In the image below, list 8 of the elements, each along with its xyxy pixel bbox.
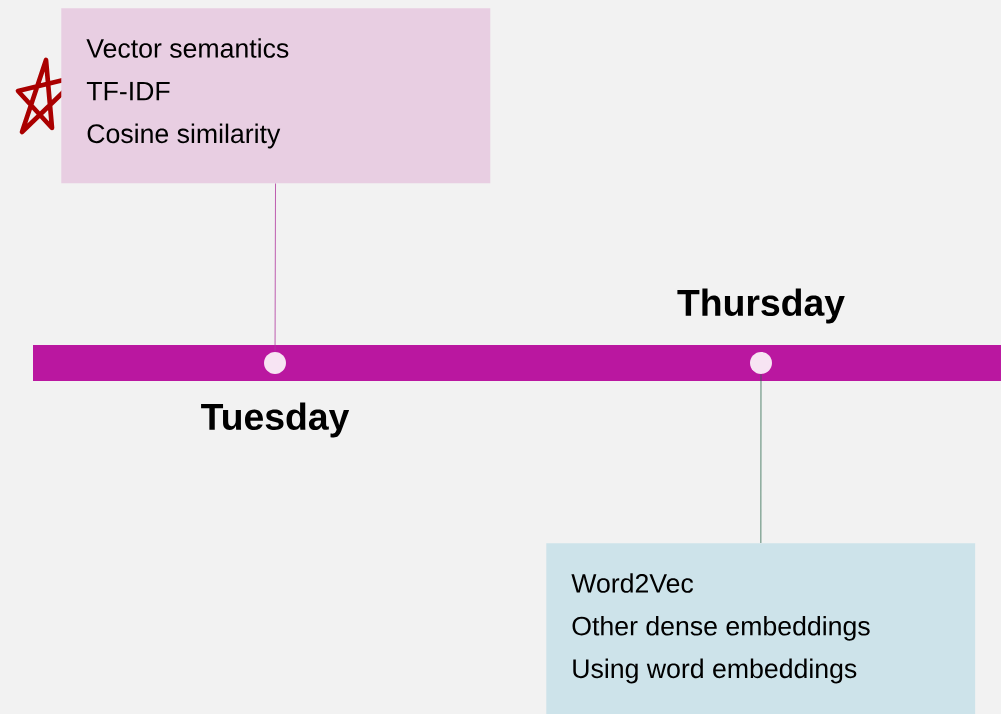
timeline-dot xyxy=(750,352,772,374)
timeline-dot xyxy=(264,352,286,374)
day-label: Thursday xyxy=(677,288,845,324)
topic-box: Word2Vec Other dense embeddings Using word embeddings xyxy=(546,543,976,714)
connector-line xyxy=(274,183,276,353)
connector-line xyxy=(760,373,762,544)
day-label: Tuesday xyxy=(201,402,350,438)
topic-box: Vector semantics TF-IDF Cosine similarity xyxy=(61,8,491,184)
